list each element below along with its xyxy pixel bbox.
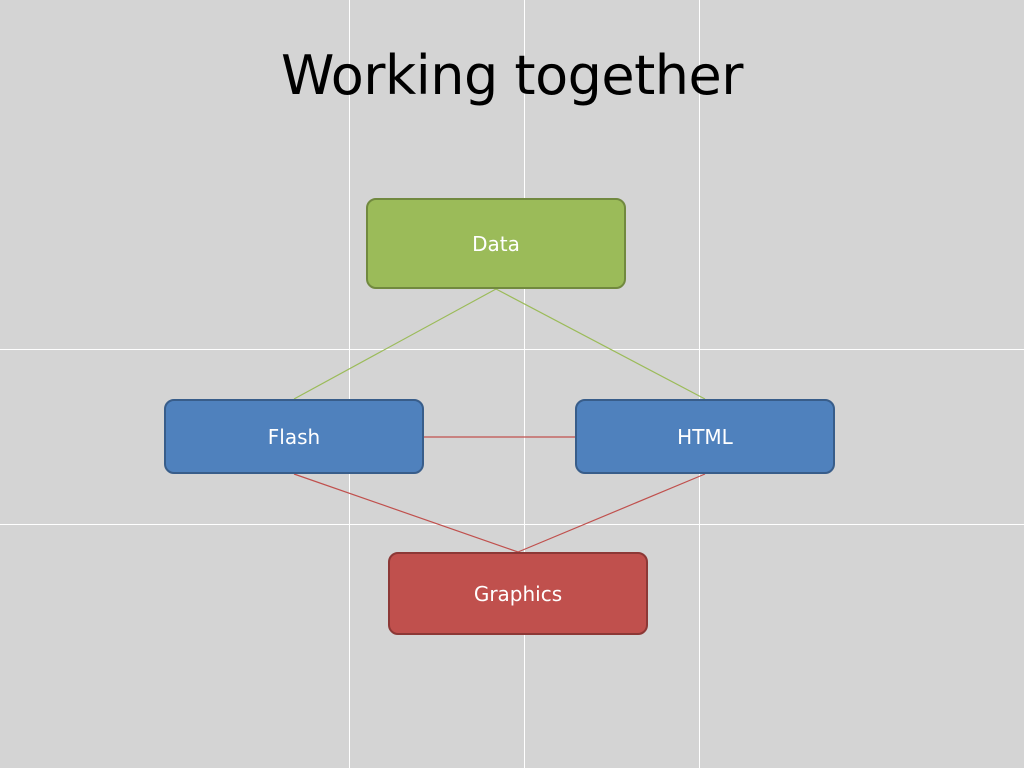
guide-line-horizontal	[0, 349, 1024, 350]
flash-node[interactable]: Flash	[164, 399, 424, 474]
html-node-label: HTML	[677, 424, 733, 449]
html-node[interactable]: HTML	[575, 399, 835, 474]
connector-data-flash	[293, 288, 497, 400]
connector-data-html	[495, 288, 706, 400]
connector-flash-graphics	[293, 473, 519, 553]
connector-html-graphics	[517, 473, 706, 553]
guide-line-vertical	[349, 0, 350, 768]
guide-line-horizontal	[0, 524, 1024, 525]
guide-line-vertical	[524, 0, 525, 768]
data-node[interactable]: Data	[366, 198, 626, 289]
flash-node-label: Flash	[267, 424, 321, 449]
graphics-node-label: Graphics	[473, 581, 563, 606]
graphics-node[interactable]: Graphics	[388, 552, 648, 635]
guide-line-vertical	[699, 0, 700, 768]
slide-title: Working together	[281, 44, 743, 107]
data-node-label: Data	[472, 231, 520, 256]
